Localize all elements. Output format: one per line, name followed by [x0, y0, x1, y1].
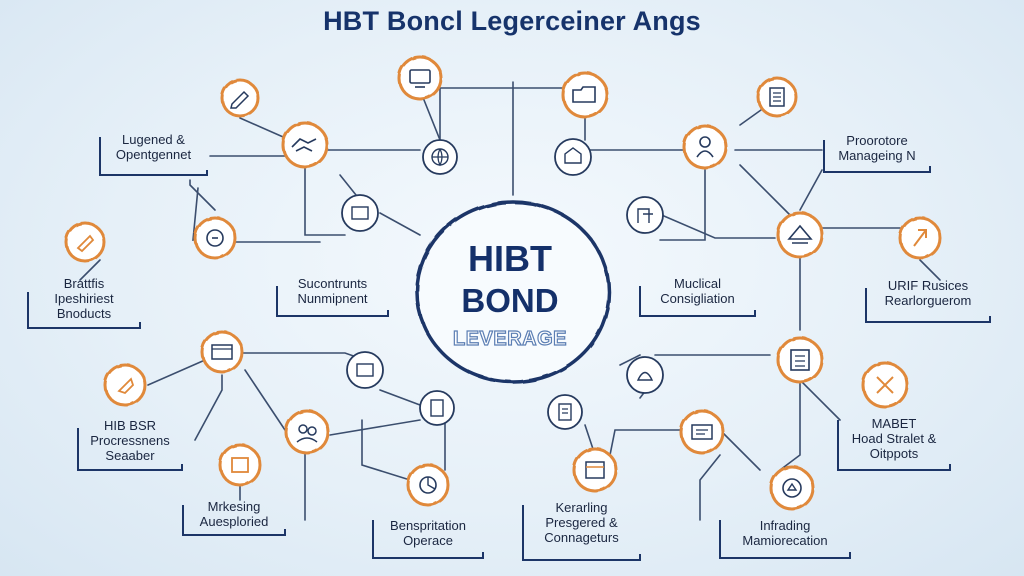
globe-icon[interactable]: [422, 139, 458, 175]
hub-title-line2: BOND: [461, 282, 559, 319]
handshake-icon[interactable]: [281, 121, 329, 169]
calendar-icon[interactable]: [218, 443, 262, 487]
label-legend: Lugened & Opentgennet: [115, 132, 192, 162]
label-hibbsr: HIB BSR Procressnens Seaaber: [90, 418, 170, 463]
folder-icon[interactable]: [561, 71, 609, 119]
clipboard-icon[interactable]: [776, 336, 824, 384]
label-suconstruct: Sucontrunts Nunmipnent: [297, 276, 368, 306]
gear-icon[interactable]: [898, 216, 942, 260]
badge-icon[interactable]: [769, 465, 815, 511]
check-mark-icon[interactable]: [861, 361, 909, 409]
money-bag-icon[interactable]: [103, 363, 147, 407]
document-list-icon[interactable]: [756, 76, 798, 118]
label-mabet: MABET Hoad Stralet & Oitppots: [851, 416, 937, 461]
label-kerarling: Kerarling Presgered & Connageturs: [544, 500, 619, 545]
handshake-alt-icon[interactable]: [626, 196, 664, 234]
connector-lines: [79, 81, 941, 521]
label-frames: [27, 137, 991, 561]
document-icon[interactable]: [419, 390, 455, 426]
hub-title-line3: LEVERAGE: [452, 327, 568, 350]
browser-window-icon[interactable]: [200, 330, 244, 374]
pie-icon[interactable]: [406, 463, 450, 507]
label-marketing: Mrkesing Auesploried: [199, 499, 269, 529]
label-benspritation: Benspritation Operace: [390, 518, 466, 548]
target-icon[interactable]: [64, 221, 106, 263]
label-urif: URIF Rusices Rearlorguerom: [884, 278, 972, 308]
label-brands: Brattfis Ipeshiriest Bnoducts: [54, 276, 114, 321]
label-musical: Muclical Consigliation: [660, 276, 735, 306]
checklist-icon[interactable]: [346, 351, 384, 389]
label-promotion: Proorotore Manageing N: [838, 133, 916, 163]
report-icon[interactable]: [547, 394, 583, 430]
box-icon[interactable]: [572, 447, 618, 493]
person-chart-icon[interactable]: [682, 124, 728, 170]
bank-building-icon[interactable]: [193, 216, 237, 260]
government-icon[interactable]: [776, 211, 824, 259]
diagram-title: HBT Boncl Legerceiner Angs: [323, 6, 701, 36]
label-infrading: Infrading Mamiorecation: [742, 518, 828, 548]
monitor-alt-icon[interactable]: [626, 356, 664, 394]
cart-icon[interactable]: [679, 409, 725, 455]
chat-bubble-icon[interactable]: [554, 138, 592, 176]
monitor-icon[interactable]: [397, 55, 443, 101]
edit-pencil-icon[interactable]: [220, 78, 260, 118]
notepad-icon[interactable]: [341, 194, 379, 232]
people-group-icon[interactable]: [284, 409, 330, 455]
hub-circle: [415, 200, 611, 384]
hub-title-line1: HIBT: [468, 238, 552, 279]
